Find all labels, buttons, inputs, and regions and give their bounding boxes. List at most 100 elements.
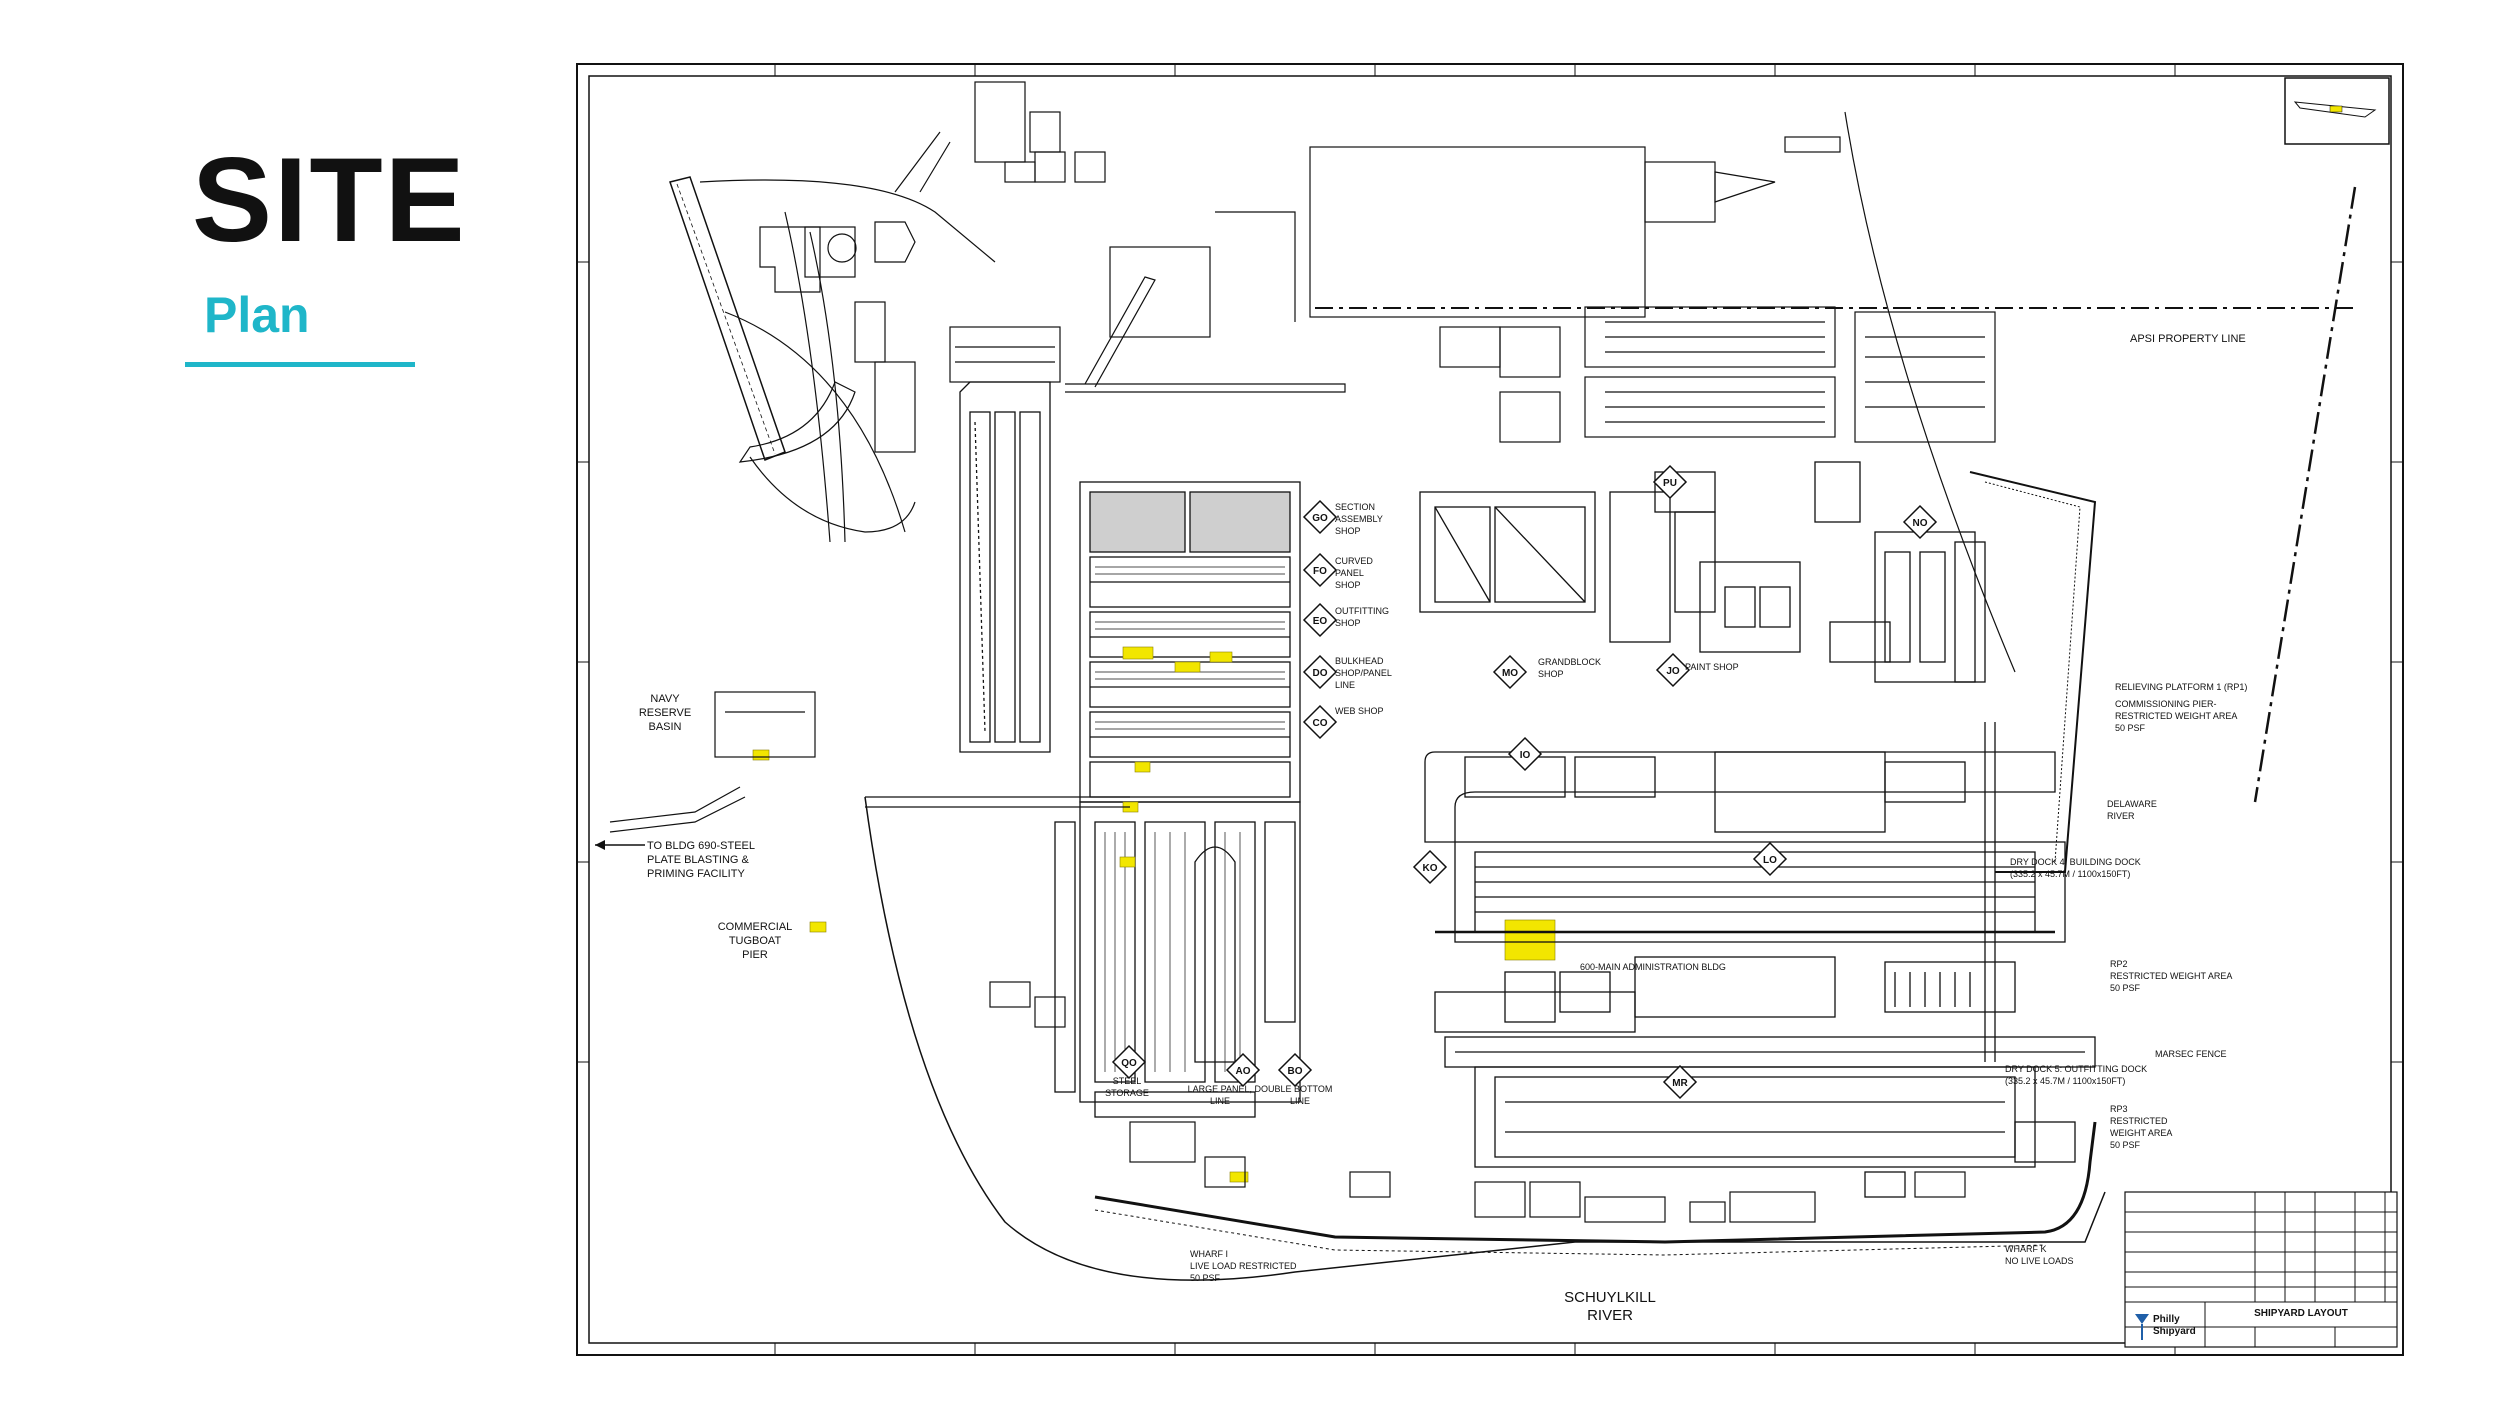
frame-ticks: [577, 64, 2403, 1355]
dd4-label-2: (335.2 x 45.7M / 1100x150FT): [2010, 869, 2130, 879]
delaware-label-2: RIVER: [2107, 811, 2135, 821]
west-tracks: [609, 691, 1130, 1028]
grandblock-label-1: GRANDBLOCK: [1538, 657, 1601, 667]
rp1-label-2: COMMISSIONING PIER-: [2115, 699, 2217, 709]
dd5-label-1: DRY DOCK 5: OUTFITTING DOCK: [2005, 1064, 2147, 1074]
bulkhead-label-2: SHOP/PANEL: [1335, 668, 1392, 678]
zone-diamond-qo: [1111, 1044, 1147, 1080]
shop-hatching: [1095, 566, 1285, 1072]
zone-diamond-co: [1302, 704, 1338, 740]
zone-label-mo: MO: [1502, 668, 1518, 679]
outfitting-shop-label-1: OUTFITTING: [1335, 606, 1389, 616]
bulkhead-label-1: BULKHEAD: [1335, 656, 1384, 666]
curved-panel-label-2: PANEL: [1335, 568, 1364, 578]
zone-label-qo: QO: [1121, 1058, 1137, 1069]
rp2-label-3: 50 PSF: [2110, 983, 2141, 993]
tugboat-label-1: COMMERCIAL: [718, 921, 793, 933]
rp3-label-3: WEIGHT AREA: [2110, 1128, 2172, 1138]
drawing-frame: [576, 63, 2404, 1356]
zone-label-no: NO: [1913, 518, 1928, 529]
south-wharf: [1094, 1121, 2097, 1244]
drawing-inner-frame: [588, 75, 2392, 1344]
zone-label-go: GO: [1312, 513, 1328, 524]
rp2-label-2: RESTRICTED WEIGHT AREA: [2110, 971, 2232, 981]
section-assembly-label-3: SHOP: [1335, 526, 1361, 536]
zone-label-lo: LO: [1763, 855, 1777, 866]
rp3-label-1: RP3: [2110, 1104, 2128, 1114]
marsec-label: MARSEC FENCE: [2155, 1049, 2227, 1059]
wharf-k-label-2: NO LIVE LOADS: [2005, 1256, 2074, 1266]
zone-label-eo: EO: [1313, 616, 1328, 627]
wharf-i-label-2: LIVE LOAD RESTRICTED: [1190, 1261, 1297, 1271]
curved-panel-label-3: SHOP: [1335, 580, 1361, 590]
navy-label-1: NAVY: [650, 693, 680, 705]
shipyard-logo-icon: [2135, 1314, 2149, 1340]
rail-lines: [699, 179, 996, 543]
key-map-box: [2284, 77, 2390, 145]
zone-diamond-do: [1302, 654, 1338, 690]
subtitle-underline: [185, 362, 415, 367]
web-shop-label: WEB SHOP: [1335, 706, 1384, 716]
rp2-label-1: RP2: [2110, 959, 2128, 969]
steel-storage-label-2: STORAGE: [1105, 1088, 1149, 1098]
river-label-1: SCHUYLKILL: [1564, 1289, 1656, 1306]
zone-label-jo: JO: [1666, 666, 1680, 677]
shipyard-site-plan: APSI PROPERTY LINE: [576, 63, 2404, 1356]
to-bldg-label-1: TO BLDG 690-STEEL: [647, 840, 755, 852]
zone-label-mr: MR: [1672, 1078, 1688, 1089]
zone-diamond-bo: [1277, 1052, 1313, 1088]
zone-diamond-ao: [1225, 1052, 1261, 1088]
bldg690-arrowhead: [595, 840, 605, 850]
rp1-label-1: RELIEVING PLATFORM 1 (RP1): [2115, 682, 2247, 692]
zone-diamond-mo: [1492, 654, 1528, 690]
wharf-i-label-3: 50 PSF: [1190, 1273, 1221, 1283]
dd4-label-1: DRY DOCK 4: BUILDING DOCK: [2010, 857, 2141, 867]
apsi-label: APSI PROPERTY LINE: [2130, 333, 2246, 345]
rp3-label-4: 50 PSF: [2110, 1140, 2141, 1150]
plan-labels: NAVY RESERVE BASIN TO BLDG 690-STEEL PLA…: [639, 502, 2248, 1324]
key-map-highlight: [2329, 105, 2343, 113]
title-block: SHIPYARD LAYOUT Philly Shipyard: [2124, 1191, 2398, 1348]
zone-diamond-pu: [1652, 464, 1688, 500]
zone-diamond-jo: [1655, 652, 1691, 688]
east-bulkhead: [1969, 471, 2097, 873]
rp1-label-3: RESTRICTED WEIGHT AREA: [2115, 711, 2237, 721]
navy-pier: [669, 176, 786, 461]
grandblock-label-2: SHOP: [1538, 669, 1564, 679]
logo-text-2: Shipyard: [2153, 1326, 2196, 1337]
page-title: SITE: [192, 133, 467, 267]
river-label-2: RIVER: [1587, 1307, 1633, 1324]
dd5-label-2: (335.2 x 45.7M / 1100x150FT): [2005, 1076, 2125, 1086]
line-label-left: LINE: [1210, 1096, 1230, 1106]
to-bldg-label-2: PLATE BLASTING &: [647, 854, 750, 866]
top-left-buildings: [759, 131, 951, 453]
section-assembly-label-1: SECTION: [1335, 502, 1375, 512]
steel-storage-label-1: STEEL: [1113, 1076, 1142, 1086]
yellow-highlights: [752, 646, 1556, 1183]
zone-label-ko: KO: [1423, 863, 1438, 874]
zone-label-io: IO: [1520, 750, 1531, 761]
south-buildings: [1129, 1121, 1966, 1223]
line-label-right: LINE: [1290, 1096, 1310, 1106]
east-property-line: [2253, 186, 2357, 803]
assembly-shops: [959, 381, 1301, 1118]
rp1-label-4: 50 PSF: [2115, 723, 2146, 733]
upper-east-buildings: [1439, 306, 1996, 443]
navy-label-3: BASIN: [648, 721, 681, 733]
paint-shop-label: PAINT SHOP: [1685, 662, 1739, 672]
zone-diamond-fo: [1302, 552, 1338, 588]
rp3-label-2: RESTRICTED: [2110, 1116, 2168, 1126]
zone-label-bo: BO: [1288, 1066, 1303, 1077]
dry-dock-4: [1424, 722, 2066, 1062]
wharf-k-label-1: WHARF K: [2005, 1244, 2047, 1254]
navy-label-2: RESERVE: [639, 707, 691, 719]
bulkhead-label-3: LINE: [1335, 680, 1355, 690]
logo-text-1: Philly: [2153, 1314, 2180, 1325]
basin-edge: [749, 456, 916, 533]
zone-diamond-io: [1507, 736, 1543, 772]
tugboat-label-2: TUGBOAT: [729, 935, 782, 947]
zone-diamond-go: [1302, 499, 1338, 535]
section-assembly-label-2: ASSEMBLY: [1335, 514, 1383, 524]
zone-diamond-ko: [1412, 849, 1448, 885]
